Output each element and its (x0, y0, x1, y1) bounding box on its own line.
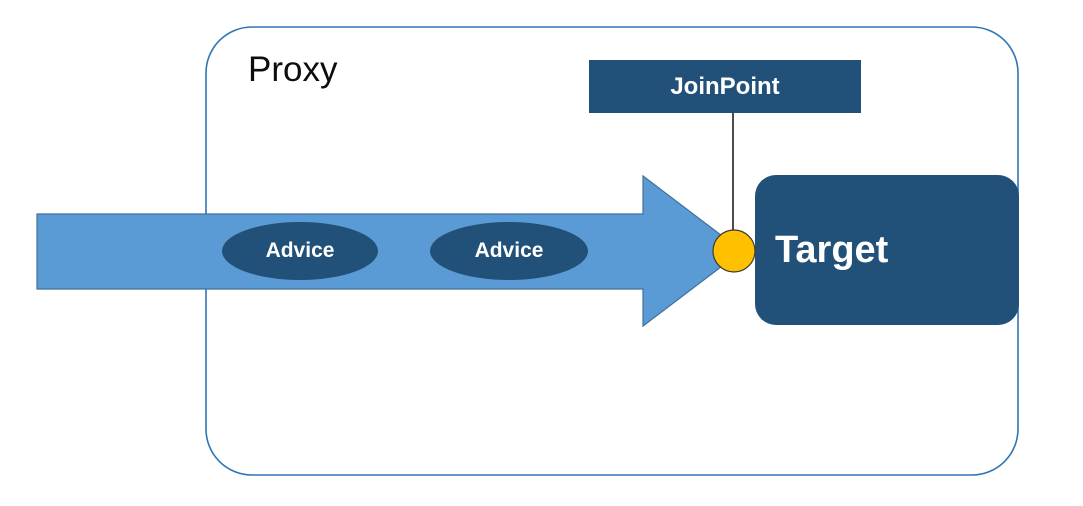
request-flow-arrow-shape[interactable] (36, 174, 743, 328)
joinpoint-marker-circle[interactable] (712, 229, 756, 273)
advice-ellipse-1[interactable] (222, 222, 378, 280)
advice-ellipse-2[interactable] (430, 222, 588, 280)
joinpoint-box-shape[interactable] (589, 60, 861, 113)
target-box-shape[interactable] (755, 175, 1019, 325)
